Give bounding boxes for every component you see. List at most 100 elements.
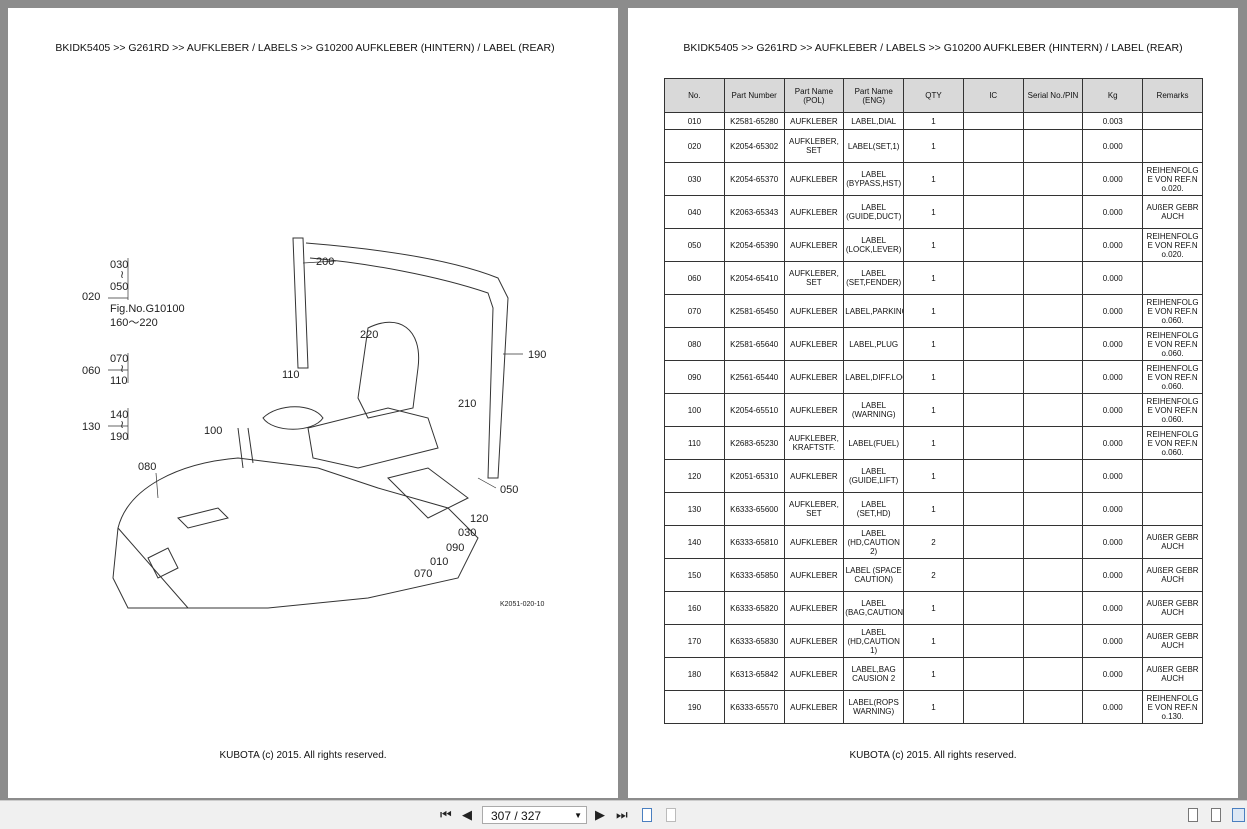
cell-part-name-eng: LABEL,PARKING (843, 294, 905, 328)
cell-kg: 0.000 (1082, 690, 1144, 724)
cell-serial-pin (1022, 129, 1084, 163)
continuous-view-icon[interactable] (1211, 808, 1221, 822)
group-label-tilde: ≀ (120, 419, 124, 431)
group-label-060: 060 (82, 365, 100, 377)
cell-part-number: K6333-65570 (723, 690, 785, 724)
cell-ic (962, 112, 1024, 130)
viewer-toolbar: ⏮ ◀ 307 / 327 ▼ ▶ ⏭ (0, 800, 1247, 829)
cell-part-number: K6333-65600 (723, 492, 785, 526)
column-header: IC (962, 78, 1024, 113)
cell-no: 170 (664, 624, 725, 658)
single-page-view-icon[interactable] (1188, 808, 1198, 822)
fit-page-icon[interactable] (642, 808, 652, 822)
cell-no: 120 (664, 459, 725, 493)
facing-view-icon[interactable] (1232, 808, 1245, 822)
cell-no: 110 (664, 426, 725, 460)
cell-serial-pin (1022, 690, 1084, 724)
cell-qty: 1 (903, 228, 964, 262)
group-label-tilde: ≀ (120, 269, 124, 281)
prev-page-icon[interactable]: ◀ (462, 807, 472, 822)
breadcrumb: BKIDK5405 >> G261RD >> AUFKLEBER / LABEL… (55, 42, 555, 54)
page-indicator: 307 / 327 (491, 809, 542, 823)
callout-190: 190 (528, 349, 546, 361)
cell-serial-pin (1022, 393, 1084, 427)
first-page-icon[interactable]: ⏮ (440, 807, 452, 822)
column-header: Part Number (723, 78, 785, 113)
column-header: QTY (903, 78, 964, 113)
cell-remarks: REIHENFOLGE VON REF.No.020. (1142, 228, 1203, 262)
cell-part-number: K2063-65343 (723, 195, 785, 229)
cell-part-number: K2683-65230 (723, 426, 785, 460)
cell-part-name-pol: AUFKLEBER (783, 195, 845, 229)
cell-remarks: AUßER GEBRAUCH (1142, 624, 1203, 658)
cell-ic (962, 195, 1024, 229)
cell-kg: 0.000 (1082, 162, 1144, 196)
page-number-select[interactable]: 307 / 327 ▼ (482, 806, 587, 824)
column-header: Kg (1082, 78, 1144, 113)
footer-copyright: KUBOTA (c) 2015. All rights reserved. (219, 750, 387, 761)
cell-part-number: K2054-65410 (723, 261, 785, 295)
cell-serial-pin (1022, 195, 1084, 229)
last-page-icon[interactable]: ⏭ (616, 807, 628, 822)
cell-qty: 1 (903, 129, 964, 163)
cell-ic (962, 162, 1024, 196)
cell-remarks: REIHENFOLGE VON REF.No.060. (1142, 393, 1203, 427)
cell-qty: 1 (903, 261, 964, 295)
cell-part-name-pol: AUFKLEBER (783, 624, 845, 658)
cell-part-number: K6333-65820 (723, 591, 785, 625)
cell-no: 140 (664, 525, 725, 559)
cell-part-name-pol: AUFKLEBER (783, 162, 845, 196)
cell-kg: 0.000 (1082, 459, 1144, 493)
cell-serial-pin (1022, 558, 1084, 592)
cell-part-name-eng: LABEL (WARNING) (843, 393, 905, 427)
cell-qty: 1 (903, 426, 964, 460)
cell-part-name-pol: AUFKLEBER (783, 294, 845, 328)
cell-qty: 1 (903, 112, 964, 130)
cell-part-name-eng: LABEL (GUIDE,DUCT) (843, 195, 905, 229)
cell-serial-pin (1022, 426, 1084, 460)
cell-remarks: AUßER GEBRAUCH (1142, 558, 1203, 592)
fig-no-label: Fig.No.G10100 (110, 303, 185, 315)
figure-code: K2051-020-10 (500, 601, 544, 608)
cell-no: 090 (664, 360, 725, 394)
cell-ic (962, 492, 1024, 526)
callout-220: 220 (360, 329, 378, 341)
cell-part-name-eng: LABEL,DIAL (843, 112, 905, 130)
cell-part-number: K2051-65310 (723, 459, 785, 493)
cell-ic (962, 525, 1024, 559)
cell-kg: 0.000 (1082, 624, 1144, 658)
cell-part-name-pol: AUFKLEBER, KRAFTSTF. (783, 426, 845, 460)
cell-remarks: REIHENFOLGE VON REF.No.060. (1142, 426, 1203, 460)
column-header: Serial No./PIN (1022, 78, 1084, 113)
next-page-icon[interactable]: ▶ (595, 807, 605, 822)
cell-kg: 0.000 (1082, 492, 1144, 526)
cell-kg: 0.003 (1082, 112, 1144, 130)
cell-part-number: K2054-65302 (723, 129, 785, 163)
group-label-140: 140 (110, 409, 128, 421)
cell-remarks: AUßER GEBRAUCH (1142, 525, 1203, 559)
column-header: Part Name (ENG) (843, 78, 905, 113)
cell-kg: 0.000 (1082, 261, 1144, 295)
cell-remarks: REIHENFOLGE VON REF.No.020. (1142, 162, 1203, 196)
cell-serial-pin (1022, 360, 1084, 394)
cell-serial-pin (1022, 294, 1084, 328)
cell-remarks: REIHENFOLGE VON REF.No.060. (1142, 294, 1203, 328)
fit-width-icon[interactable] (666, 808, 676, 822)
cell-part-name-eng: LABEL,BAG CAUSION 2 (843, 657, 905, 691)
cell-no: 030 (664, 162, 725, 196)
cell-kg: 0.000 (1082, 558, 1144, 592)
cell-no: 080 (664, 327, 725, 361)
cell-part-name-pol: AUFKLEBER, SET (783, 129, 845, 163)
group-label-190: 190 (110, 431, 128, 443)
callout-010: 010 (430, 556, 448, 568)
cell-part-name-eng: LABEL (HD,CAUTION 1) (843, 624, 905, 658)
cell-kg: 0.000 (1082, 591, 1144, 625)
cell-ic (962, 294, 1024, 328)
cell-part-name-eng: LABEL,DIFF.LOCK (843, 360, 905, 394)
cell-kg: 0.000 (1082, 657, 1144, 691)
